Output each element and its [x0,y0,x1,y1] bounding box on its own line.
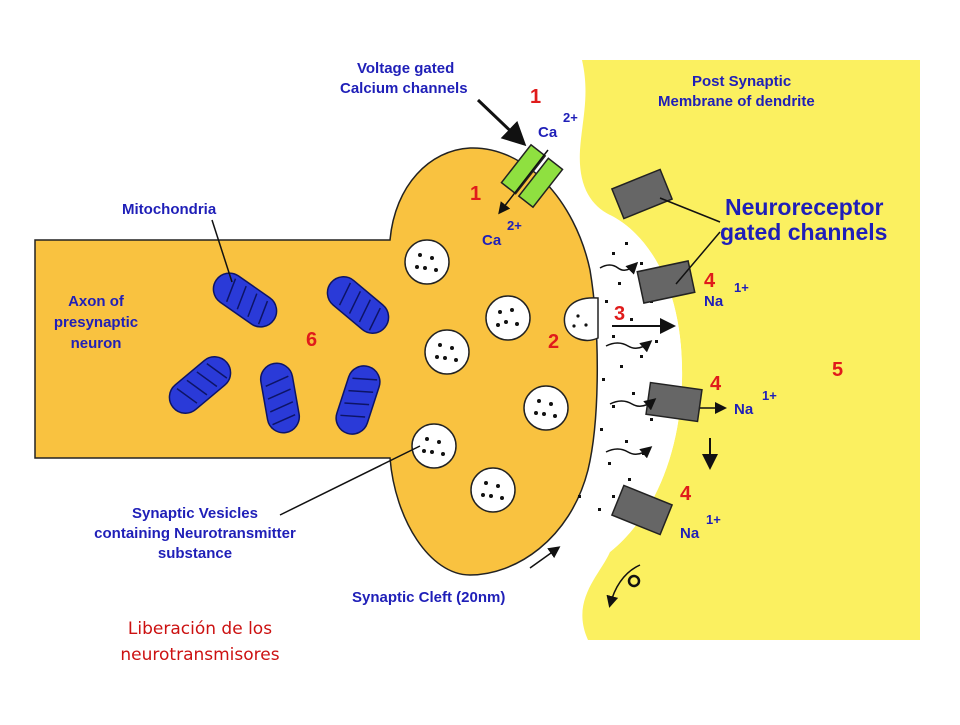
axon-label-line3: neuron [71,335,122,352]
vesicles-label-line3: substance [158,545,232,562]
calcium-influx-arrow [498,149,549,215]
small-vesicle-marker [627,574,641,588]
receptor-pointer-a [659,197,721,223]
caption-line1: Liberación de los [127,619,273,639]
mito-label: Mitochondria [122,201,217,218]
step-number-6: 6 [306,329,317,351]
cleft-label: Synaptic Cleft (20nm) [352,589,505,606]
mitochondria-group [168,272,390,435]
receptor-middle [645,381,703,423]
vesicle [404,239,450,285]
receptor-label-line1: Neuroreceptor [725,194,884,220]
synaptic-vesicles [404,239,569,513]
cleft-pointer [529,546,561,569]
na-charge-1: 1+ [734,280,749,295]
vesicles-label-line2: containing Neurotransmitter [94,525,296,542]
flow-arrows [599,261,727,608]
na-ion-2: Na [734,401,754,418]
vgcc-pointer [476,98,527,147]
vesicle-pointer [279,445,421,516]
ca-charge-outside: 2+ [563,110,578,125]
axon-label-line1: Axon of [68,293,125,310]
vesicle [523,385,569,431]
vesicle [485,295,531,341]
mitochondrion [335,365,381,435]
receptor-bottom [610,484,674,536]
vesicle [470,467,516,513]
na-charge-3: 1+ [706,512,721,527]
vgcc-label-line1: Voltage gated [357,60,454,77]
ca-ion-inside: Ca [482,232,502,249]
mitochondrion [168,356,232,414]
vgcc-label-line2: Calcium channels [340,80,468,97]
step-number-2: 2 [548,331,559,353]
calcium-channel [500,143,564,209]
vesicle [424,329,470,375]
ca-charge-inside: 2+ [507,218,522,233]
receptor-upper [636,260,696,304]
receptor-pointer-b [675,231,721,285]
mito-pointer [211,219,233,283]
step-number-4b: 4 [710,373,722,395]
caption-line2: neurotransmisores [120,645,280,665]
receptor-top [610,168,674,220]
receptor-label-line2: gated channels [720,219,887,245]
step-number-3: 3 [614,303,625,325]
mitochondrion [212,272,278,328]
na-ion-3: Na [680,525,700,542]
vesicles-label-line1: Synaptic Vesicles [132,505,258,522]
presynaptic-axon [34,147,599,576]
step-number-1a: 1 [530,86,541,108]
slide-caption: Liberación de los neurotransmisores [55,616,345,668]
postsynaptic-dendrite [579,60,920,640]
ca-ion-outside: Ca [538,124,558,141]
axon-label-line2: presynaptic [54,314,138,331]
post-label-line1: Post Synaptic [692,73,791,90]
vesicle [411,423,457,469]
step-number-4a: 4 [704,270,716,292]
na-charge-2: 1+ [762,388,777,403]
fusing-vesicle [563,297,599,342]
post-label-line2: Membrane of dendrite [658,93,815,110]
na-ion-1: Na [704,293,724,310]
mitochondrion [326,276,390,334]
step-number-4c: 4 [680,483,692,505]
step-number-1b: 1 [470,183,481,205]
mitochondrion [259,362,301,434]
step-number-5: 5 [832,359,843,381]
